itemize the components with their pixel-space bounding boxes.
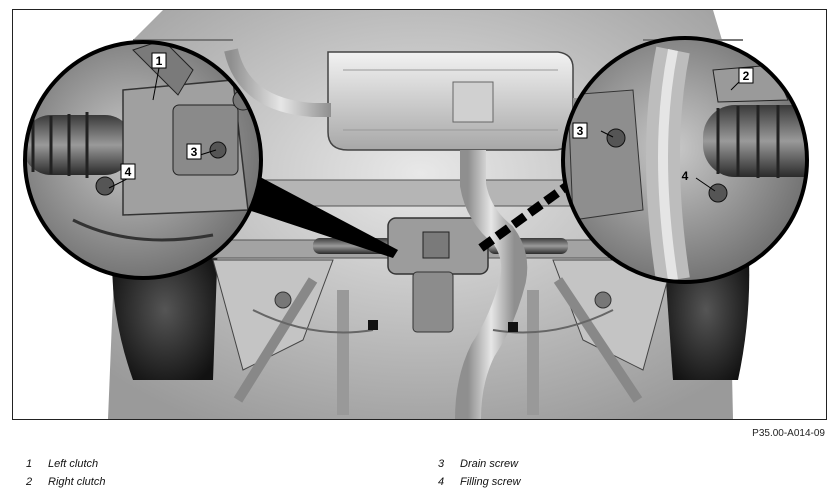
callout-3-right-label: 3 xyxy=(577,124,584,138)
legend-item-label: Left clutch xyxy=(48,458,99,470)
legend-item: 2 Right clutch xyxy=(26,476,105,488)
legend-item: 3 Drain screw xyxy=(438,458,518,470)
callout-4-right: 4 xyxy=(682,169,689,183)
callout-3-left: 3 xyxy=(186,143,202,160)
diagram-drawing: 1 2 3 3 4 4 xyxy=(13,10,826,419)
callout-3-label: 3 xyxy=(191,145,198,159)
legend-item-number: 1 xyxy=(26,458,33,470)
legend-item-number: 4 xyxy=(438,476,445,488)
legend-item: 4 Filling screw xyxy=(438,476,521,488)
legend-item-label: Filling screw xyxy=(460,476,521,488)
undercarriage-diagram: 1 2 3 3 4 4 xyxy=(12,9,827,420)
right-clutch-detail xyxy=(561,36,809,284)
callout-4-label: 4 xyxy=(125,165,132,179)
legend-item-label: Drain screw xyxy=(460,458,519,470)
callout-2-label: 2 xyxy=(743,69,750,83)
rear-muffler xyxy=(327,51,574,151)
callout-4-right-label: 4 xyxy=(682,169,689,183)
legend-item-number: 2 xyxy=(26,476,33,488)
callout-2: 2 xyxy=(738,67,754,84)
callout-1-label: 1 xyxy=(156,54,163,68)
callout-1: 1 xyxy=(151,52,167,69)
figure-reference: P35.00-A014-09 xyxy=(752,428,825,439)
legend-item: 1 Left clutch xyxy=(26,458,98,470)
zoom-pointer-left xyxy=(218,160,398,258)
callout-3-right: 3 xyxy=(572,122,588,139)
legend-item-label: Right clutch xyxy=(48,476,106,488)
exhaust-pipe xyxy=(455,150,528,419)
left-clutch-detail xyxy=(23,40,263,280)
callout-4-left: 4 xyxy=(120,163,136,180)
legend-item-number: 3 xyxy=(438,458,445,470)
